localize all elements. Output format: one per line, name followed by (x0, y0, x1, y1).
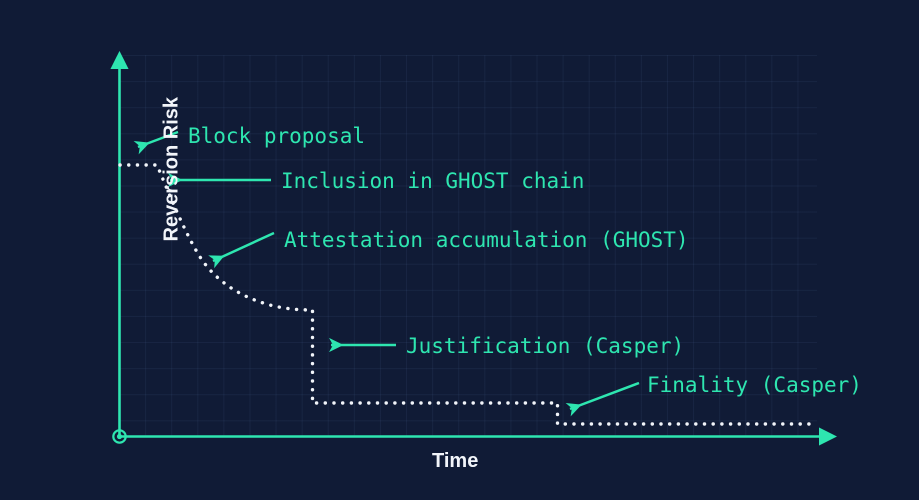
annotation-justification: Justification (Casper) (406, 334, 685, 358)
finality-arrow (565, 381, 640, 417)
annotation-attestation: Attestation accumulation (GHOST) (284, 228, 689, 252)
y-axis-label-text: Reversion Risk (161, 97, 184, 242)
annotation-block-proposal: Block proposal (188, 124, 366, 148)
y-axis-label: Reversion Risk (69, 97, 183, 242)
block-proposal-arrow (133, 130, 179, 155)
origin-ring-icon (112, 429, 127, 444)
attestation-arrow (208, 231, 275, 269)
x-axis-label: Time (432, 450, 479, 472)
chart-gridlines (119, 55, 817, 436)
reversion-risk-curve (118, 163, 814, 426)
annotation-inclusion-ghost: Inclusion in GHOST chain (281, 169, 585, 193)
origin-dot-icon (116, 433, 123, 440)
annotation-finality: Finality (Casper) (647, 373, 862, 397)
